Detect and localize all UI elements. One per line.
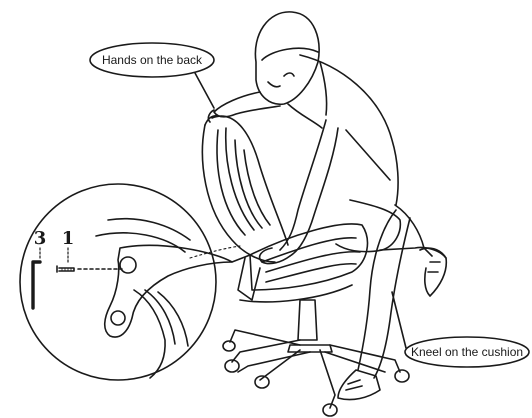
callout-pointer: [195, 73, 214, 108]
part-number-1: 1: [62, 228, 75, 249]
chair-seat: [238, 224, 367, 302]
bracket-hole: [111, 311, 125, 325]
allen-key-icon: [33, 262, 40, 308]
bracket-hole: [120, 257, 136, 273]
bolt-icon: [57, 266, 74, 272]
part-number-3: 3: [34, 228, 47, 249]
callout-hands-label: Hands on the back: [102, 53, 203, 67]
chair-base: [223, 300, 409, 416]
chair-back: [202, 116, 288, 262]
caster-wheel: [395, 370, 409, 382]
callout-pointer: [392, 292, 406, 348]
kneeling-person: [208, 12, 446, 400]
callout-kneel-label: Kneel on the cushion: [411, 345, 523, 359]
caster-wheel: [223, 341, 235, 351]
front-shoe: [338, 370, 380, 400]
